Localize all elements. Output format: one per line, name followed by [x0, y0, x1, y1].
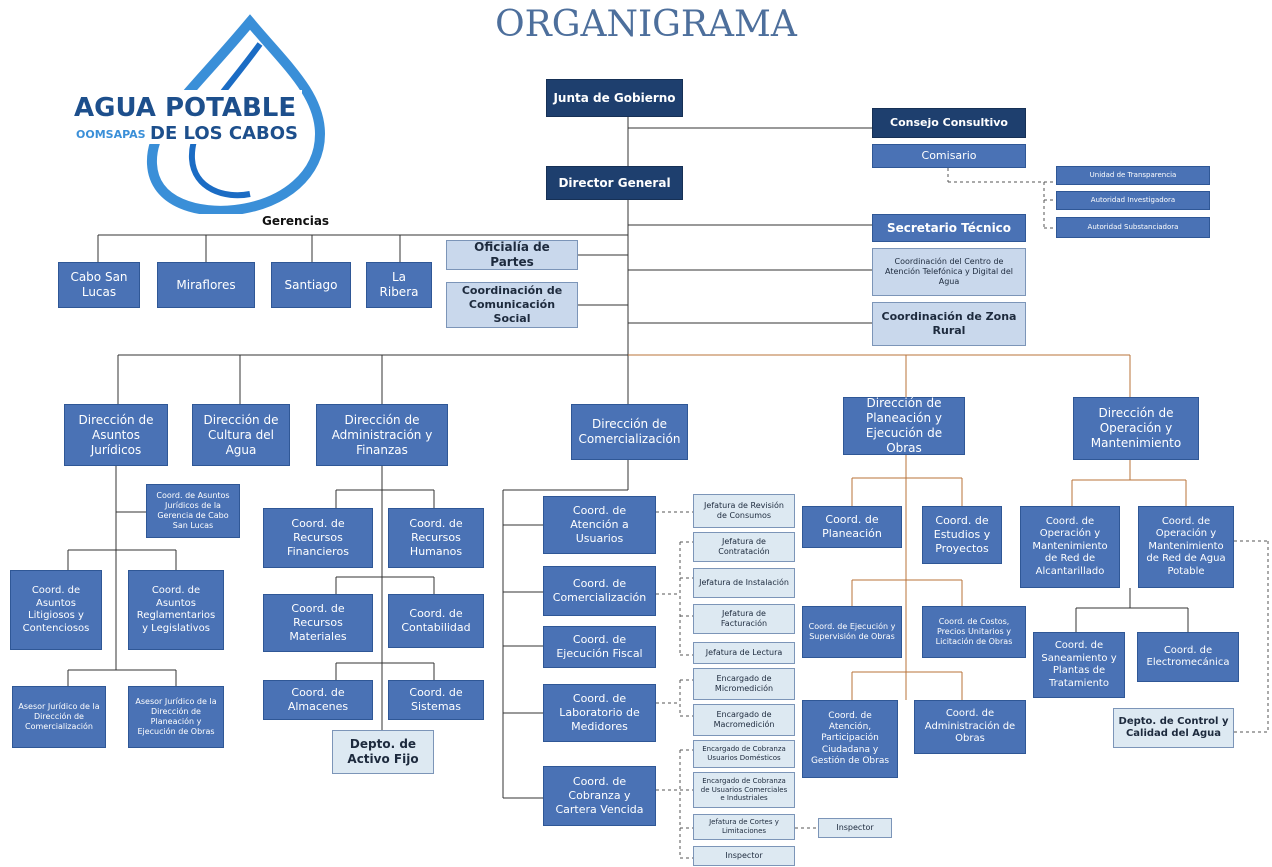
comunicacion-social-box: Coordinación de Comunicación Social — [446, 282, 578, 328]
coord-litigiosos-box: Coord. de Asuntos Litigiosos y Contencio… — [10, 570, 102, 650]
zona-rural-box: Coordinación de Zona Rural — [872, 302, 1026, 346]
comisario-box: Comisario — [872, 144, 1026, 168]
coord-agua-potable-box: Coord. de Operación y Mantenimiento de R… — [1138, 506, 1234, 588]
unidad-transparencia-box: Unidad de Transparencia — [1056, 166, 1210, 185]
coord-cobranza-box: Coord. de Cobranza y Cartera Vencida — [543, 766, 656, 826]
director-general-box: Director General — [546, 166, 683, 200]
direccion-comercializacion-box: Dirección de Comercialización — [571, 404, 688, 460]
coord-planeacion-box: Coord. de Planeación — [802, 506, 902, 548]
depto-control-calidad-box: Depto. de Control y Calidad del Agua — [1113, 708, 1234, 748]
coord-atencion-ciudadana-box: Coord. de Atención, Participación Ciudad… — [802, 700, 898, 778]
logo-text-1: AGUA POTABLE — [74, 93, 296, 123]
autoridad-substanciadora-box: Autoridad Substanciadora — [1056, 217, 1210, 238]
coord-almacenes-box: Coord. de Almacenes — [263, 680, 373, 720]
coord-estudios-box: Coord. de Estudios y Proyectos — [922, 506, 1002, 564]
consejo-consultivo-box: Consejo Consultivo — [872, 108, 1026, 138]
coord-electromecanica-box: Coord. de Electromecánica — [1137, 632, 1239, 682]
coord-reglamentarios-box: Coord. de Asuntos Reglamentarios y Legis… — [128, 570, 224, 650]
encargado-micromedicion-box: Encargado de Micromedición — [693, 668, 795, 700]
centro-atencion-box: Coordinación del Centro de Atención Tele… — [872, 248, 1026, 296]
gerencias-label: Gerencias — [262, 214, 330, 228]
coord-ejecucion-obras-box: Coord. de Ejecución y Supervisión de Obr… — [802, 606, 902, 658]
coord-atencion-usuarios-box: Coord. de Atención a Usuarios — [543, 496, 656, 554]
gerencia-la-ribera-box: La Ribera — [366, 262, 432, 308]
direccion-planeacion-box: Dirección de Planeación y Ejecución de O… — [843, 396, 965, 455]
jefatura-contratacion-box: Jefatura de Contratación — [693, 532, 795, 562]
coord-sistemas-box: Coord. de Sistemas — [388, 680, 484, 720]
page-title: ORGANIGRAMA — [495, 4, 797, 45]
jefatura-instalacion-box: Jefatura de Instalación — [693, 568, 795, 598]
coord-humanos-box: Coord. de Recursos Humanos — [388, 508, 484, 568]
jefatura-revision-box: Jefatura de Revisión de Consumos — [693, 494, 795, 528]
junta-de-gobierno-box: Junta de Gobierno — [546, 79, 683, 117]
coord-materiales-box: Coord. de Recursos Materiales — [263, 594, 373, 652]
gerencia-santiago-box: Santiago — [271, 262, 351, 308]
depto-activo-fijo-box: Depto. de Activo Fijo — [332, 730, 434, 774]
encargado-domesticos-box: Encargado de Cobranza Usuarios Doméstico… — [693, 740, 795, 768]
direccion-juridicos-box: Dirección de Asuntos Jurídicos — [64, 404, 168, 466]
coord-costos-box: Coord. de Costos, Precios Unitarios y Li… — [922, 606, 1026, 658]
coord-administracion-obras-box: Coord. de Administración de Obras — [914, 700, 1026, 754]
encargado-macromedicion-box: Encargado de Macromedición — [693, 704, 795, 736]
secretario-tecnico-box: Secretario Técnico — [872, 214, 1026, 242]
jefatura-cortes-box: Jefatura de Cortes y Limitaciones — [693, 814, 795, 840]
asesor-planeacion-box: Asesor Jurídico de la Dirección de Plane… — [128, 686, 224, 748]
coord-juridicos-cabo-box: Coord. de Asuntos Jurídicos de la Gerenc… — [146, 484, 240, 538]
autoridad-investigadora-box: Autoridad Investigadora — [1056, 191, 1210, 210]
direccion-operacion-box: Dirección de Operación y Mantenimiento — [1073, 397, 1199, 460]
agua-potable-logo: AGUA POTABLE OOMSAPAS DE LOS CABOS — [70, 14, 326, 214]
direccion-cultura-box: Dirección de Cultura del Agua — [192, 404, 290, 466]
coord-laboratorio-box: Coord. de Laboratorio de Medidores — [543, 684, 656, 742]
logo-text-2b: DE LOS CABOS — [150, 123, 298, 144]
asesor-comercializacion-box: Asesor Jurídico de la Dirección de Comer… — [12, 686, 106, 748]
inspector-box-1: Inspector — [693, 846, 795, 866]
jefatura-lectura-box: Jefatura de Lectura — [693, 642, 795, 664]
jefatura-facturacion-box: Jefatura de Facturación — [693, 604, 795, 634]
coord-financieros-box: Coord. de Recursos Financieros — [263, 508, 373, 568]
coord-alcantarillado-box: Coord. de Operación y Mantenimiento de R… — [1020, 506, 1120, 588]
direccion-administracion-box: Dirección de Administración y Finanzas — [316, 404, 448, 466]
inspector-box-2: Inspector — [818, 818, 892, 838]
encargado-comerciales-box: Encargado de Cobranza de Usuarios Comerc… — [693, 772, 795, 808]
oficialia-partes-box: Oficialía de Partes — [446, 240, 578, 270]
gerencia-miraflores-box: Miraflores — [157, 262, 255, 308]
coord-saneamiento-box: Coord. de Saneamiento y Plantas de Trata… — [1033, 632, 1125, 698]
coord-contabilidad-box: Coord. de Contabilidad — [388, 594, 484, 648]
coord-comercializacion-box: Coord. de Comercialización — [543, 566, 656, 616]
gerencia-cabo-san-lucas-box: Cabo San Lucas — [58, 262, 140, 308]
coord-ejecucion-fiscal-box: Coord. de Ejecución Fiscal — [543, 626, 656, 668]
logo-text-2a: OOMSAPAS — [76, 128, 146, 141]
